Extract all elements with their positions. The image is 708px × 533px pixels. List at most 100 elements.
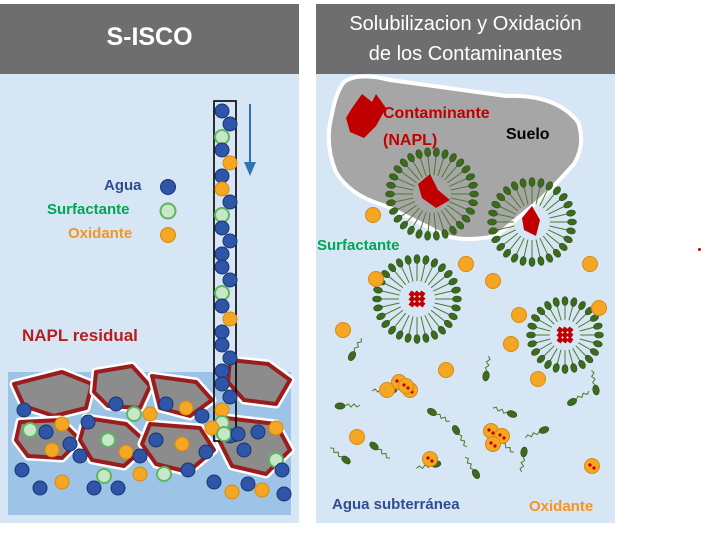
oxidant-particle	[530, 371, 546, 387]
surfactant-tail	[408, 263, 414, 282]
surfactant-head	[404, 255, 412, 265]
surfactant-tail	[543, 313, 555, 325]
surfactant-head	[369, 441, 379, 451]
surfactant-head	[334, 402, 346, 410]
surfactant-tail	[388, 276, 404, 289]
surfactant-tail	[556, 305, 562, 321]
surfactant-tail	[503, 232, 519, 245]
legend-water-marker	[160, 179, 176, 195]
right-diagram	[326, 74, 607, 479]
surfactant-head	[519, 178, 527, 188]
surfactant-tail	[377, 448, 391, 459]
oxidant-particle	[118, 444, 134, 460]
surfactant-head	[427, 407, 437, 417]
contaminant-label-line2: (NAPL)	[383, 132, 438, 149]
surfactant-head	[456, 158, 465, 167]
oxidant-particle	[511, 307, 527, 323]
oxidant-particle	[584, 458, 600, 474]
surfactant-head	[566, 209, 576, 217]
surfactant-tail	[384, 306, 401, 316]
contaminant-fragment	[413, 295, 421, 303]
oxidant-particle	[54, 416, 70, 432]
water-particle	[214, 168, 230, 184]
oxidant-particle	[44, 442, 60, 458]
surfactant-head	[451, 304, 461, 312]
surfactant-tail	[353, 338, 362, 352]
contaminant-fragment	[413, 300, 421, 308]
surfactant-head	[520, 446, 528, 458]
contaminant-fragment	[588, 463, 592, 467]
water-particle	[222, 194, 238, 210]
legend-water-label: Agua	[104, 177, 142, 194]
surfactant-head	[468, 199, 478, 207]
contaminant-core	[418, 174, 450, 208]
micelle	[526, 296, 604, 374]
surfactant-tail	[538, 342, 552, 351]
surfactant-head	[461, 214, 471, 223]
surfactant-tail	[535, 326, 551, 332]
water-particle	[250, 424, 266, 440]
free-surfactant	[567, 390, 590, 407]
surfactant-tail	[449, 178, 467, 187]
contaminant-fragment	[402, 383, 406, 387]
legend-surfactant-label: Surfactante	[47, 201, 130, 218]
surfactant-tail	[427, 270, 440, 286]
surfactant-tail	[427, 312, 440, 328]
contaminant-fragment	[395, 379, 399, 383]
surfactant-head	[465, 207, 475, 215]
surfactant-head	[413, 254, 421, 264]
surfactant-head	[415, 149, 423, 159]
surfactant-head	[482, 370, 490, 382]
water-particle	[214, 142, 230, 158]
oxidant-particle	[485, 436, 501, 452]
water-particle	[222, 350, 238, 366]
surfactant-tail	[344, 403, 361, 408]
surfactant-tail	[427, 212, 431, 232]
contaminant-fragment	[487, 428, 491, 432]
surfactant-tail	[450, 185, 470, 191]
surfactant-head	[537, 256, 545, 266]
oxidant-particle	[503, 336, 519, 352]
surfactant-tail	[400, 204, 418, 217]
contaminant-fragment	[561, 336, 569, 344]
free-surfactant	[464, 456, 481, 479]
surfactant-head	[372, 295, 382, 303]
surfactant-tail	[400, 171, 418, 184]
surfactant-tail	[433, 212, 437, 232]
surfactant-tail	[548, 229, 565, 239]
left-header: S-ISCO	[0, 4, 299, 74]
water-particle	[214, 103, 230, 119]
water-particle	[214, 298, 230, 314]
surfactant-head	[552, 186, 561, 196]
surfactant-head	[451, 286, 461, 294]
surfactant-particle	[126, 406, 142, 422]
oxidant-particle	[582, 256, 598, 272]
surfactant-tail	[484, 355, 491, 372]
water-particle	[148, 432, 164, 448]
surfactant-tail	[575, 390, 590, 400]
left-panel: S-ISCO Agua Surfactante Oxidante NAPL re…	[0, 4, 299, 523]
oxidant-particle	[335, 322, 351, 338]
oxidant-particle	[214, 181, 230, 197]
water-particle	[72, 448, 88, 464]
free-surfactant	[482, 355, 491, 382]
surfactant-tail	[509, 193, 522, 209]
surfactant-head	[528, 257, 536, 267]
micelle	[487, 177, 577, 267]
surfactant-particle	[216, 426, 232, 442]
surfactant-head	[448, 278, 458, 286]
oxidant-particle	[458, 256, 474, 272]
surfactant-tail	[499, 229, 516, 239]
surfactant-head	[511, 181, 519, 191]
surfactant-tail	[501, 442, 515, 453]
surfactant-head	[531, 348, 541, 356]
contaminant-fragment	[406, 386, 410, 390]
water-particle	[214, 246, 230, 262]
oxidant-particle	[398, 378, 414, 394]
surfactant-head	[389, 173, 399, 181]
surfactant-tail	[549, 213, 568, 219]
free-surfactant	[334, 402, 361, 410]
water-particle	[214, 324, 230, 340]
surfactant-head	[503, 248, 512, 258]
surfactant-head	[561, 296, 569, 306]
